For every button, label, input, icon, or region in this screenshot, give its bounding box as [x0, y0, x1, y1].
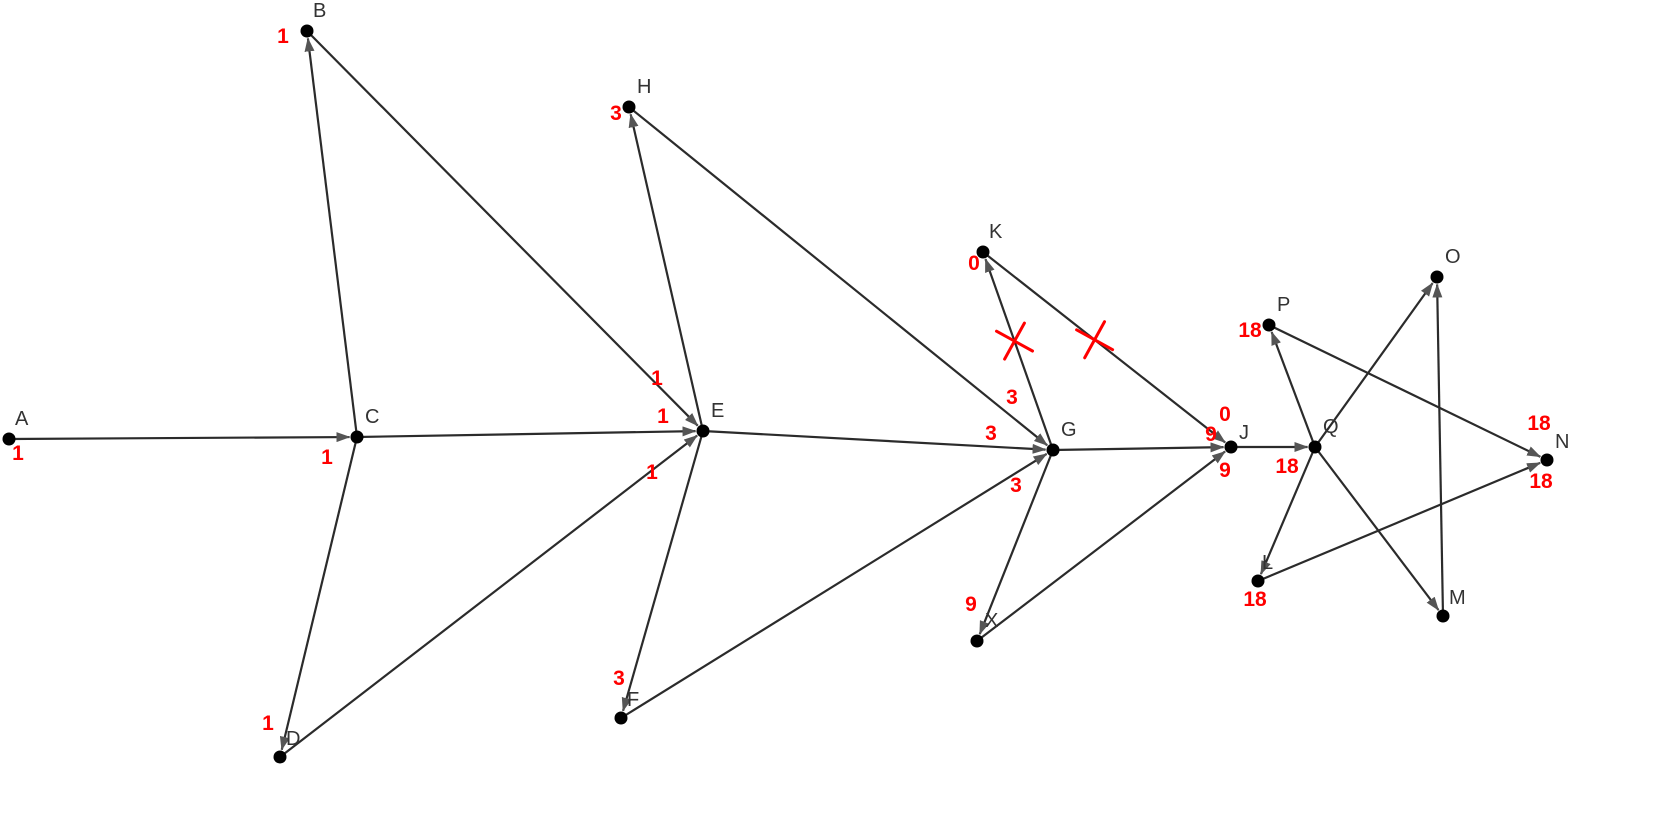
node-k[interactable] — [976, 245, 990, 259]
node-j[interactable] — [1224, 440, 1238, 454]
edge-p-n — [1268, 324, 1542, 458]
crosses-layer — [995, 320, 1115, 361]
node-label-k: K — [989, 221, 1003, 243]
node-e[interactable] — [696, 424, 710, 438]
node-label-a: A — [15, 408, 29, 430]
edge-m-o — [1432, 283, 1445, 617]
node-weight-j: 0 — [1219, 403, 1231, 426]
node-label-p: P — [1277, 294, 1290, 316]
node-weight-x: 9 — [965, 593, 977, 616]
edge-q-o — [1314, 282, 1434, 448]
node-weight-k: 0 — [968, 252, 980, 275]
edge-e-f — [621, 430, 705, 712]
edge-q-p — [1270, 331, 1317, 448]
edge-k-j — [982, 251, 1226, 444]
edge-x-j — [976, 450, 1226, 642]
edge-c-b — [304, 37, 359, 438]
node-f[interactable] — [614, 711, 628, 725]
edge-l-n — [1257, 461, 1542, 583]
edge-c-e — [356, 426, 697, 439]
node-l[interactable] — [1251, 574, 1265, 588]
edge-q-m — [1314, 446, 1440, 611]
node-weight-b: 1 — [277, 25, 289, 48]
node-label-c: C — [365, 406, 379, 428]
node-weight-l: 18 — [1243, 588, 1267, 611]
edge-weight-b-e: 1 — [651, 367, 663, 390]
node-n[interactable] — [1540, 453, 1554, 467]
node-label-b: B — [313, 0, 326, 22]
edge-b-e — [306, 30, 699, 427]
edges-layer — [8, 30, 1542, 758]
node-label-e: E — [711, 400, 724, 422]
cross-mark-g-k — [995, 321, 1034, 361]
node-weight-a: 1 — [12, 442, 24, 465]
node-q[interactable] — [1308, 440, 1322, 454]
edge-e-h — [628, 113, 705, 432]
node-weight-h: 3 — [610, 102, 622, 125]
node-label-m: M — [1449, 587, 1466, 609]
edge-a-c — [8, 432, 351, 443]
node-weight-c: 1 — [321, 446, 333, 469]
edge-d-e — [279, 434, 698, 758]
node-p[interactable] — [1262, 318, 1276, 332]
node-weight-q: 18 — [1275, 455, 1299, 478]
edge-weight-x-j: 9 — [1219, 459, 1231, 482]
nodes-layer — [2, 24, 1554, 764]
node-weight-d: 1 — [262, 712, 274, 735]
edge-e-g — [702, 429, 1047, 454]
edge-weight-d-e: 1 — [646, 461, 658, 484]
node-label-o: O — [1445, 246, 1461, 268]
node-label-x: X — [985, 610, 998, 632]
edge-c-d — [279, 436, 359, 751]
edge-weight-g-j: 9 — [1205, 423, 1217, 446]
node-label-l: L — [1262, 552, 1273, 574]
edge-q-l — [1259, 446, 1317, 576]
node-label-g: G — [1061, 419, 1077, 441]
edge-f-g — [620, 453, 1048, 719]
node-b[interactable] — [300, 24, 314, 38]
node-o[interactable] — [1430, 270, 1444, 284]
node-a[interactable] — [2, 432, 16, 446]
node-g[interactable] — [1046, 443, 1060, 457]
node-c[interactable] — [350, 430, 364, 444]
edge-weight-g-k: 3 — [1006, 386, 1018, 409]
edge-g-k — [984, 258, 1055, 451]
node-m[interactable] — [1436, 609, 1450, 623]
node-label-q: Q — [1323, 416, 1339, 438]
node-weight-e: 1 — [657, 405, 669, 428]
node-label-d: D — [286, 728, 300, 750]
node-weight-p: 18 — [1238, 319, 1262, 342]
node-weight-n: 18 — [1527, 412, 1551, 435]
edge-weight-l-n: 18 — [1529, 470, 1553, 493]
node-x[interactable] — [970, 634, 984, 648]
edge-weight-e-g: 3 — [985, 422, 997, 445]
cross-mark-k-j — [1075, 320, 1115, 360]
edge-g-x — [978, 449, 1055, 635]
edge-h-g — [628, 106, 1048, 447]
node-label-n: N — [1555, 431, 1569, 453]
edge-g-j — [1052, 442, 1225, 453]
node-label-j: J — [1239, 422, 1249, 444]
node-weight-g: 3 — [1010, 474, 1022, 497]
node-d[interactable] — [273, 750, 287, 764]
node-label-h: H — [637, 76, 651, 98]
node-weight-f: 3 — [613, 667, 625, 690]
node-label-f: F — [627, 689, 639, 711]
node-h[interactable] — [622, 100, 636, 114]
